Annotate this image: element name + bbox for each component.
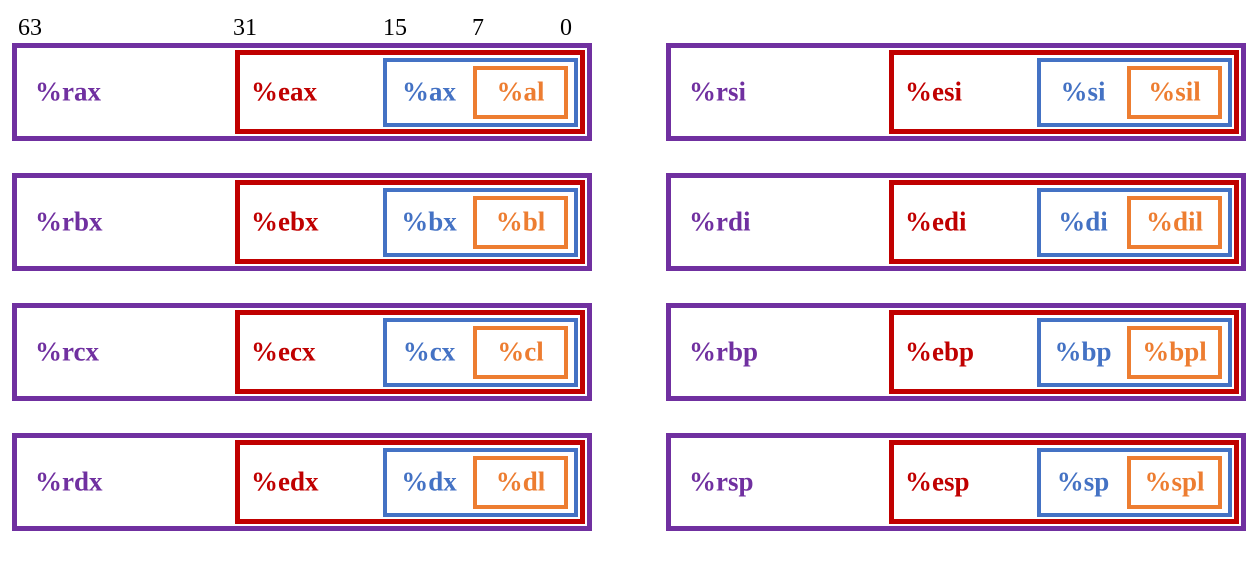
register-16-box (383, 318, 578, 387)
register-32-label: %esp (905, 466, 970, 497)
register-8-box (473, 456, 568, 509)
register-32-box (889, 180, 1239, 264)
register-32-label: %eax (251, 76, 317, 107)
register-64-label: %rcx (35, 336, 99, 367)
register-32-box (889, 440, 1239, 524)
register-8-label: %cl (497, 336, 544, 367)
register-8-label: %bpl (1142, 336, 1207, 367)
x86-64-register-diagram: 63 31 15 7 0 %rax %eax %ax %al %rbx %ebx… (12, 0, 1246, 563)
register-16-label: %bx (401, 206, 457, 237)
register-16-box (383, 188, 578, 257)
register-row-rcx: %rcx %ecx %cx %cl (12, 303, 592, 401)
register-16-label: %sp (1056, 466, 1110, 497)
register-32-label: %edx (251, 466, 319, 497)
register-16-box (1037, 448, 1232, 517)
register-32-label: %edi (905, 206, 967, 237)
register-8-box (1127, 456, 1222, 509)
register-row-rdx: %rdx %edx %dx %dl (12, 433, 592, 531)
register-16-label: %cx (402, 336, 456, 367)
register-column-right: %rsi %esi %si %sil %rdi %edi %di %dil %r… (666, 0, 1246, 563)
bit-ruler-spacer (666, 0, 1246, 43)
register-64-label: %rsi (689, 76, 746, 107)
bit-label-63: 63 (18, 15, 42, 41)
register-64-label: %rax (35, 76, 101, 107)
register-8-label: %spl (1144, 466, 1205, 497)
register-8-box (473, 196, 568, 249)
register-row-rsi: %rsi %esi %si %sil (666, 43, 1246, 141)
register-64-label: %rdi (689, 206, 751, 237)
register-64-label: %rbx (35, 206, 103, 237)
register-row-rax: %rax %eax %ax %al (12, 43, 592, 141)
register-32-label: %ebx (251, 206, 319, 237)
register-64-label: %rbp (689, 336, 759, 367)
register-64-label: %rsp (689, 466, 754, 497)
register-16-box (1037, 58, 1232, 127)
register-row-rsp: %rsp %esp %sp %spl (666, 433, 1246, 531)
register-16-label: %si (1060, 76, 1106, 107)
register-row-rdi: %rdi %edi %di %dil (666, 173, 1246, 271)
register-8-label: %bl (495, 206, 546, 237)
register-16-label: %ax (402, 76, 456, 107)
register-32-label: %ebp (905, 336, 975, 367)
register-16-box (1037, 318, 1232, 387)
register-32-box (889, 310, 1239, 394)
register-64-label: %rdx (35, 466, 103, 497)
register-column-left: 63 31 15 7 0 %rax %eax %ax %al %rbx %ebx… (12, 0, 592, 563)
register-8-box (473, 326, 568, 379)
bit-label-0: 0 (560, 15, 572, 41)
register-16-box (383, 58, 578, 127)
register-8-box (1127, 326, 1222, 379)
register-16-box (383, 448, 578, 517)
register-32-label: %esi (905, 76, 962, 107)
register-32-box (235, 180, 585, 264)
register-8-label: %al (496, 76, 545, 107)
register-8-label: %dl (495, 466, 546, 497)
bit-label-7: 7 (472, 15, 484, 41)
register-16-label: %di (1058, 206, 1108, 237)
register-8-box (1127, 66, 1222, 119)
bit-label-15: 15 (383, 15, 407, 41)
register-32-box (235, 50, 585, 134)
register-row-rbx: %rbx %ebx %bx %bl (12, 173, 592, 271)
register-8-box (1127, 196, 1222, 249)
register-32-box (235, 310, 585, 394)
register-8-label: %sil (1148, 76, 1201, 107)
bit-ruler: 63 31 15 7 0 (12, 0, 592, 43)
register-32-box (235, 440, 585, 524)
register-16-label: %dx (401, 466, 457, 497)
register-16-box (1037, 188, 1232, 257)
register-row-rbp: %rbp %ebp %bp %bpl (666, 303, 1246, 401)
register-8-label: %dil (1145, 206, 1204, 237)
register-32-box (889, 50, 1239, 134)
register-16-label: %bp (1054, 336, 1112, 367)
bit-label-31: 31 (233, 15, 257, 41)
register-32-label: %ecx (251, 336, 316, 367)
register-8-box (473, 66, 568, 119)
